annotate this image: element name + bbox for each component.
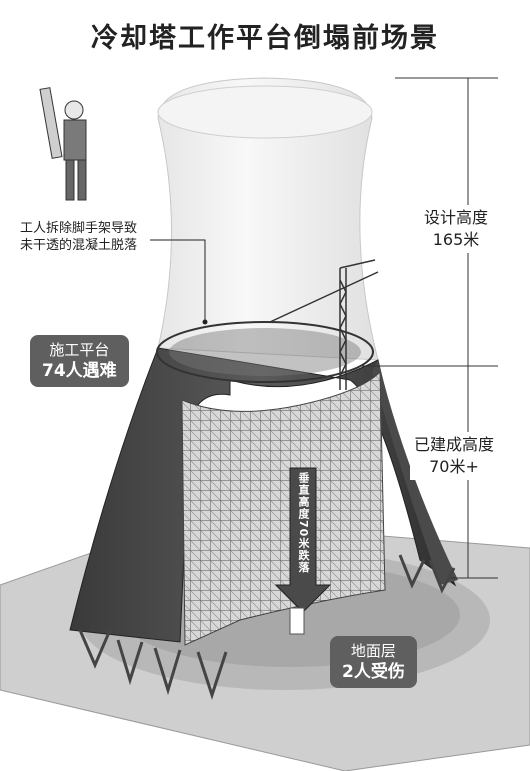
callout-line-2: 未干透的混凝土脱落: [20, 238, 138, 253]
fall-arrow-label: 垂直高度70米跌落: [297, 472, 310, 574]
tower-crane: [269, 259, 379, 390]
ground-tag-line-2: 2人受伤: [342, 662, 405, 682]
page-title: 冷却塔工作平台倒塌前场景: [91, 23, 439, 54]
design-height-label: 设计高度 165米: [420, 205, 493, 253]
ground-tag: 地面层 2人受伤: [330, 636, 417, 688]
worker-figure: [39, 87, 87, 201]
ghost-tower-upper: [157, 77, 379, 361]
callout-line-1: 工人拆除脚手架导致: [20, 221, 138, 236]
base-columns: [78, 554, 456, 700]
platform-tag: 施工平台 74人遇难: [30, 335, 129, 387]
ground-tag-line-1: 地面层: [350, 642, 396, 660]
platform-tag-line-1: 施工平台: [49, 341, 110, 359]
built-height-title: 已建成高度: [414, 435, 495, 454]
platform-tag-line-2: 74人遇难: [42, 361, 117, 381]
built-height-label: 已建成高度 70米+: [410, 432, 499, 480]
fall-arrow: [274, 467, 332, 613]
callout-leader: [150, 239, 206, 322]
design-height-title: 设计高度: [424, 208, 489, 227]
built-height-value: 70米+: [429, 457, 479, 476]
height-dimension: [360, 77, 498, 579]
callout-text: 工人拆除脚手架导致 未干透的混凝土脱落: [20, 220, 137, 254]
tower-shell: [69, 347, 457, 643]
design-height-value: 165米: [432, 230, 480, 249]
